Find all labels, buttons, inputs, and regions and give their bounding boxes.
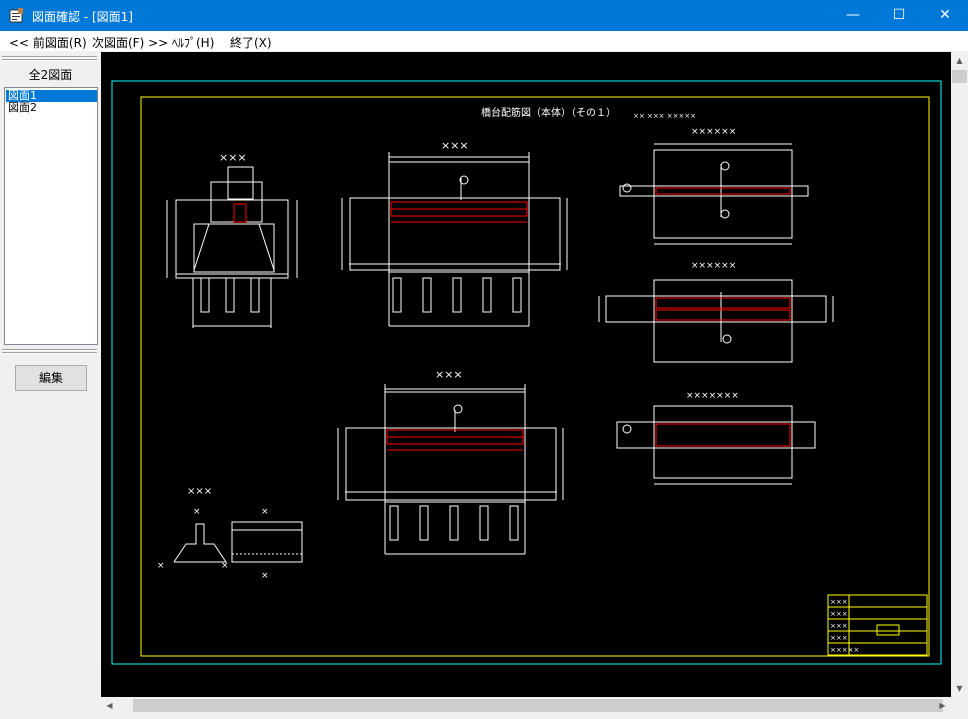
menu-help[interactable]: ﾍﾙﾌﾟ(H) [172,36,215,50]
detail-label: ××× [187,486,212,497]
horizontal-scrollbar[interactable]: ◀ ▶ [101,697,951,714]
close-button[interactable]: ✕ [922,0,968,31]
scrollbar-corner [951,697,968,719]
side-view [166,166,298,328]
drawing-list[interactable]: 図面1 図面2 [4,87,98,345]
minimize-button[interactable]: — [830,0,876,31]
plan-view-3 [616,405,816,485]
scroll-left-icon[interactable]: ◀ [106,701,113,710]
sidebar-empty-area [0,400,101,719]
sidebar-divider [2,59,97,61]
sidebar: 全2図面 図面1 図面2 編集 [0,52,102,400]
front-elevation [341,152,568,327]
detail-mark: × [221,561,229,571]
drawing-title-suffix: ×× ××× ××××× [633,112,696,120]
minimize-icon: — [846,7,860,23]
menu-bar: << 前図面(R) 次図面(F) >> ﾍﾙﾌﾟ(H) 終了(X) [0,31,968,51]
plan-view-2-rebar [655,297,791,321]
edit-button[interactable]: 編集 [15,365,87,391]
front-elevation-rebar [390,201,528,223]
side-view-rebar [233,203,247,223]
scroll-right-icon[interactable]: ▶ [939,701,946,710]
app-icon[interactable] [9,8,25,24]
inner-frame [140,96,930,657]
horizontal-scroll-thumb[interactable] [133,699,943,712]
sidebar-divider [2,352,97,354]
drawing-title: 橋台配筋図（本体）（その１） [481,106,616,119]
title-block-label: ××××× [830,646,859,654]
plan-view-3-rebar [655,423,791,447]
maximize-icon: ☐ [892,7,906,23]
title-block-label: ××× [830,634,848,642]
detail-sketch [173,521,303,563]
list-item-drawing-2[interactable]: 図面2 [8,101,37,114]
menu-exit[interactable]: 終了(X) [230,36,272,50]
plan-view-3-label: ××××××× [686,391,739,401]
plan-view-1-rebar [655,187,791,195]
plan-view-1 [619,143,809,245]
detail-mark: × [261,507,269,517]
scroll-up-icon[interactable]: ▲ [956,56,963,65]
detail-mark: × [261,571,269,581]
menu-next-drawing[interactable]: 次図面(F) >> [92,36,169,50]
detail-mark: × [193,507,201,517]
title-block-label: ××× [830,598,848,606]
title-block [827,594,928,656]
title-block-label: ××× [830,622,848,630]
front-elevation-2-label: ××× [435,368,463,381]
front-elevation-label: ××× [441,139,469,152]
vertical-scrollbar[interactable]: ▲ ▼ [951,52,968,697]
plan-view-2 [598,279,834,363]
list-item-drawing-1[interactable]: 図面1 [6,90,97,102]
close-icon: ✕ [939,7,951,23]
drawing-count-label: 全2図面 [28,68,73,82]
maximize-button[interactable]: ☐ [876,0,922,31]
sidebar-divider [2,56,97,58]
front-elevation-2 [337,384,564,555]
plan-view-2-label: ×××××× [691,261,736,271]
menu-prev-drawing[interactable]: << 前図面(R) [9,36,87,50]
outer-frame [111,80,942,665]
drawing-viewport[interactable]: 橋台配筋図（本体）（その１） ×× ××× ××××× ××× [101,52,951,697]
window-title: 図面確認 - [図面1] [32,10,133,24]
sidebar-divider [2,349,97,351]
front-elevation-2-rebar [386,429,524,451]
title-bar: 図面確認 - [図面1] — ☐ ✕ [0,0,968,31]
title-block-label: ××× [830,610,848,618]
scroll-down-icon[interactable]: ▼ [956,684,963,693]
detail-mark: × [157,561,165,571]
drawing-canvas: 橋台配筋図（本体）（その１） ×× ××× ××××× ××× [111,80,942,665]
vertical-scroll-thumb[interactable] [952,70,967,83]
plan-view-1-label: ×××××× [691,127,736,137]
side-view-label: ××× [219,151,247,164]
